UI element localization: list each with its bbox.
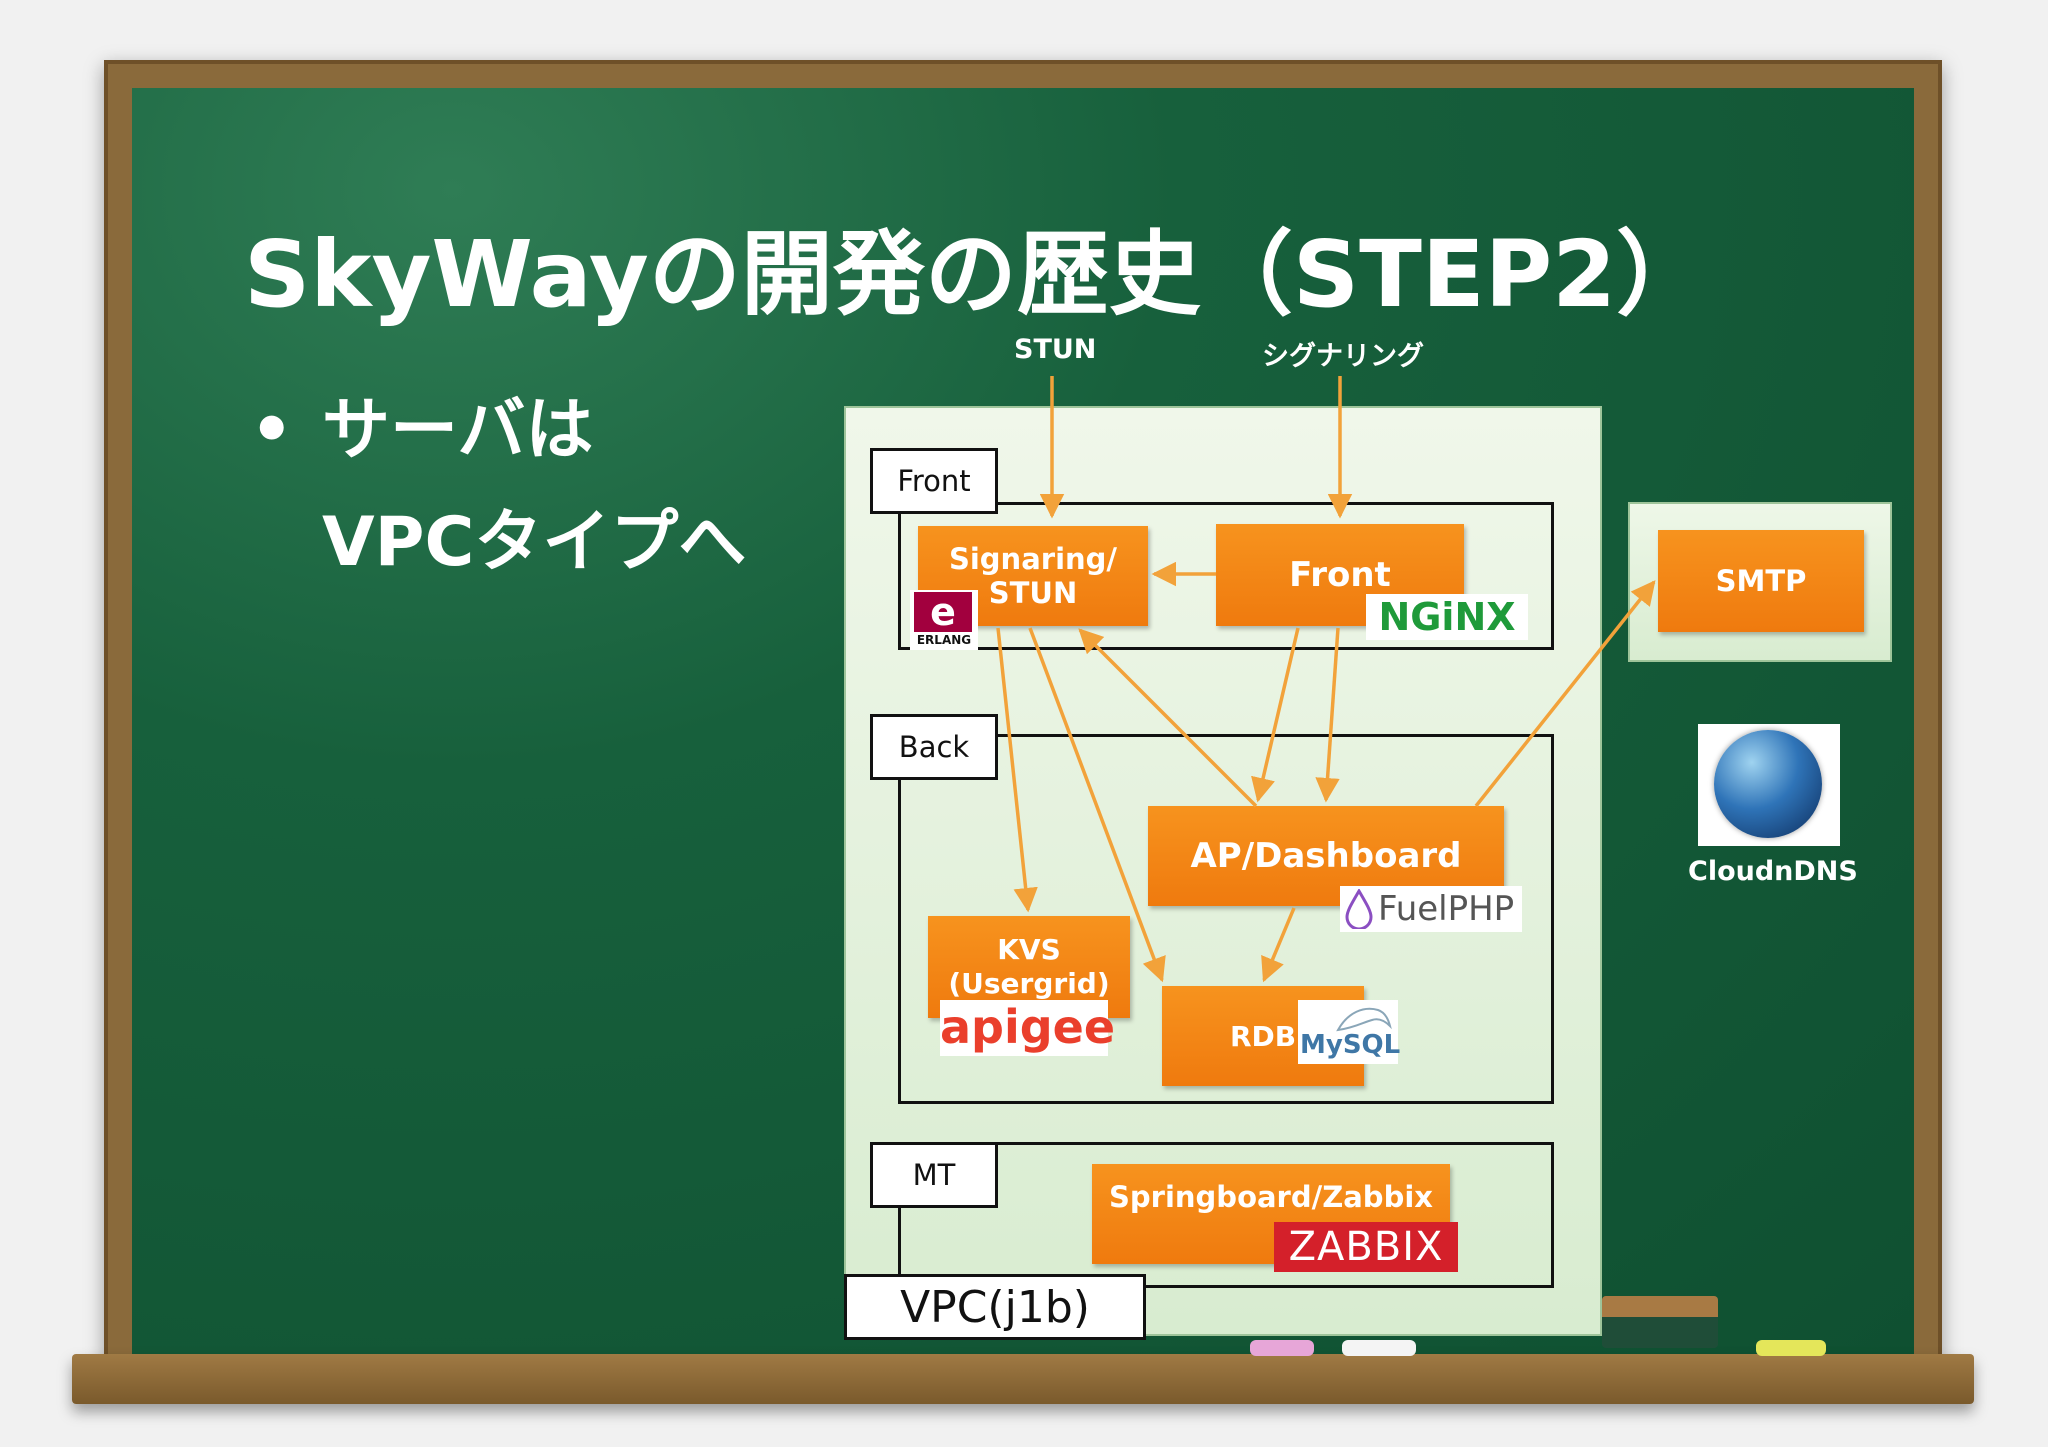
signaling-input-label: シグナリング: [1262, 341, 1424, 372]
clouddns-label: CloudnDNS: [1688, 856, 1858, 887]
erlang-logo-text: ERLANG: [916, 633, 972, 647]
chalk-tray: [72, 1354, 1974, 1404]
bullet-line-2: VPCタイプへ: [322, 503, 747, 582]
zabbix-logo: ZABBIX: [1274, 1222, 1458, 1272]
chalk-yellow: [1756, 1340, 1826, 1356]
slide-title: SkyWayの開発の歴史（STEP2）: [244, 221, 1709, 328]
vpc-label: VPC(j1b): [844, 1274, 1146, 1340]
back-group-label: Back: [870, 714, 998, 780]
mt-group-label: MT: [870, 1142, 998, 1208]
nginx-logo: NGiNX: [1366, 594, 1528, 640]
stun-input-label: STUN: [1014, 334, 1097, 365]
arrow-front-to-ap-2: [1315, 627, 1340, 803]
fuelphp-drop-icon: [1345, 889, 1373, 929]
mysql-logo-text: MySQL: [1300, 1030, 1401, 1060]
arrow-signaring-to-rdb: [1028, 627, 1166, 983]
mysql-dolphin-icon: [1336, 1007, 1392, 1032]
fuelphp-logo: FuelPHP: [1340, 886, 1522, 932]
bullet-line-1: サーバは: [322, 391, 594, 470]
chalk-pink: [1250, 1340, 1314, 1356]
arrow-signaring-to-kvs: [996, 627, 1038, 913]
arrow-ap-to-signaring: [1078, 628, 1258, 808]
arrow-ap-to-rdb: [1261, 907, 1296, 983]
chalk-white: [1342, 1340, 1416, 1356]
back-group: [898, 734, 1554, 1104]
bullet-marker: •: [250, 391, 294, 470]
front-group-label: Front: [870, 448, 998, 514]
arrow-front-to-ap-1: [1251, 627, 1300, 803]
mysql-logo: MySQL: [1298, 1000, 1401, 1064]
erlang-icon: e: [914, 592, 972, 632]
arrow-ap-to-smtp: [1474, 580, 1656, 808]
globe-icon: [1714, 730, 1822, 838]
front-group: [898, 502, 1554, 650]
erlang-logo: e ERLANG: [910, 590, 978, 650]
springboard-zabbix-node: Springboard/Zabbix: [1092, 1164, 1450, 1264]
eraser: [1602, 1296, 1718, 1348]
apigee-logo: apigee: [940, 1000, 1116, 1056]
mt-group: [898, 1142, 1554, 1288]
smtp-node: SMTP: [1658, 530, 1864, 632]
fuelphp-logo-text: FuelPHP: [1378, 889, 1515, 929]
clouddns-icon: [1698, 724, 1840, 846]
